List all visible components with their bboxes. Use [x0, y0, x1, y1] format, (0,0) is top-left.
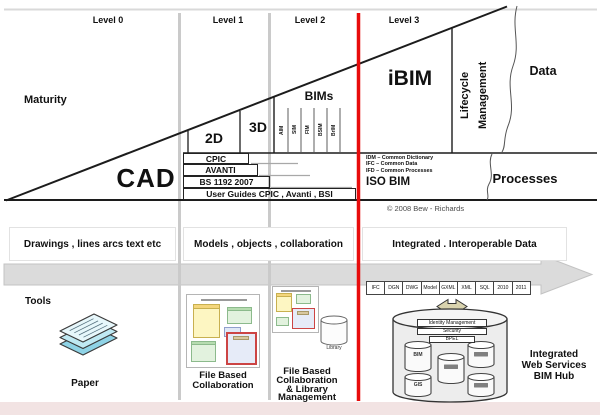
processes-label: Processes: [492, 171, 558, 186]
maturity-label: Maturity: [24, 94, 67, 106]
level-2-label: Level 2: [294, 15, 326, 25]
lifecycle-line-1: Lifecycle: [459, 71, 471, 119]
hub-title-line-3: BIM Hub: [533, 371, 575, 382]
level1-2d-label: 2D: [205, 130, 223, 146]
cad-label: CAD: [116, 163, 176, 193]
library-management-thumbnail: [272, 286, 319, 333]
file-based-line-1: File Based: [199, 370, 247, 381]
bims-label: BIMs: [304, 89, 334, 103]
bim-column-brim-label: BrIM: [330, 124, 337, 136]
library-mgmt-line-2: Collaboration: [276, 374, 338, 386]
cpic-box: CPIC: [183, 153, 249, 164]
library-cylinder-icon: [320, 315, 348, 346]
copyright-label: © 2008 Bew - Richards: [386, 204, 465, 213]
level1-3d-label: 3D: [249, 119, 267, 135]
ifc-line: IFC – Common Data: [366, 161, 418, 168]
desc-models-box: Models , objects , collaboration: [183, 227, 354, 261]
file-based-collab-thumbnail: [186, 294, 260, 368]
library-mgmt-line-1: File Based: [283, 366, 331, 377]
processes-squiggle: [486, 153, 493, 201]
gis-cylinder-label: GIS: [413, 382, 423, 388]
paper-label: Paper: [71, 378, 99, 389]
hub-db-cylinders: [404, 340, 495, 398]
file-based-line-2: Collaboration: [192, 380, 254, 391]
bim-cylinder-label: BIM: [413, 352, 423, 358]
bim-hub-title: Integrated Web Services BIM Hub: [516, 349, 592, 382]
bim-column-fim-label: FIM: [304, 125, 311, 135]
library-cylinder-label: Library: [326, 345, 342, 351]
bs1192-box: BS 1192 2007: [183, 175, 270, 188]
bim-column-sim-label: SIM: [291, 125, 298, 135]
hub-title-line-2: Web Services: [521, 360, 587, 371]
security-bar: Security: [417, 327, 487, 335]
user-guides-box: User Guides CPIC , Avanti , BSI: [183, 187, 356, 200]
format-cell-dgn: DGN: [384, 281, 404, 295]
data-format-row: IFC DGN DWG Model GXML XML SQL 2010 2011: [366, 281, 531, 295]
ifd-line: IFD – Common Processes: [366, 168, 433, 175]
data-label: Data: [529, 64, 557, 78]
library-management-label: File Based Collaboration & Library Manag…: [270, 366, 344, 404]
format-cell-gxml: GXML: [438, 281, 458, 295]
library-mgmt-line-3: & Library: [286, 383, 328, 395]
level-0-label: Level 0: [92, 15, 124, 25]
paper-stack-icon: [59, 313, 118, 356]
desc-integrated-box: Integrated . Interoperable Data: [362, 227, 567, 261]
format-cell-sql: SQL: [475, 281, 495, 295]
ibim-label: iBIM: [387, 67, 433, 90]
level-3-label: Level 3: [388, 15, 420, 25]
iso-bim-label: ISO BIM: [366, 175, 411, 188]
identity-management-bar: Identity Management: [417, 318, 487, 327]
file-based-collab-label: File Based Collaboration: [184, 371, 262, 391]
hub-title-line-1: Integrated: [529, 349, 579, 360]
format-cell-2011: 2011: [511, 281, 531, 295]
format-cell-model: Model: [420, 281, 440, 295]
format-cell-2010: 2010: [493, 281, 513, 295]
format-cell-ifc: IFC: [366, 281, 386, 295]
format-cell-dwg: DWG: [402, 281, 422, 295]
bim-column-lines: [287, 108, 341, 152]
lifecycle-management-label: Lifecycle Management: [456, 36, 494, 154]
tools-label: Tools: [25, 296, 51, 307]
level-1-label: Level 1: [212, 15, 244, 25]
bottom-strip: [0, 402, 600, 415]
idm-line: IDM – Common Dictionary: [366, 154, 434, 161]
bpel-bar: BPEL: [429, 336, 475, 343]
bim-column-aim-label: AIM: [278, 125, 285, 135]
data-squiggle: [501, 5, 518, 153]
iso-bim-block: IDM – Common Dictionary IFC – Common Dat…: [366, 155, 481, 188]
format-cell-xml: XML: [456, 281, 477, 295]
desc-drawings-box: Drawings , lines arcs text etc: [9, 227, 176, 261]
avanti-box: AVANTI: [183, 164, 258, 176]
library-mgmt-line-4: Management: [277, 392, 337, 404]
lifecycle-line-2: Management: [477, 61, 489, 129]
bim-column-bsim-label: BSIM: [317, 123, 324, 137]
maturity-diagonal-line: [5, 5, 508, 202]
